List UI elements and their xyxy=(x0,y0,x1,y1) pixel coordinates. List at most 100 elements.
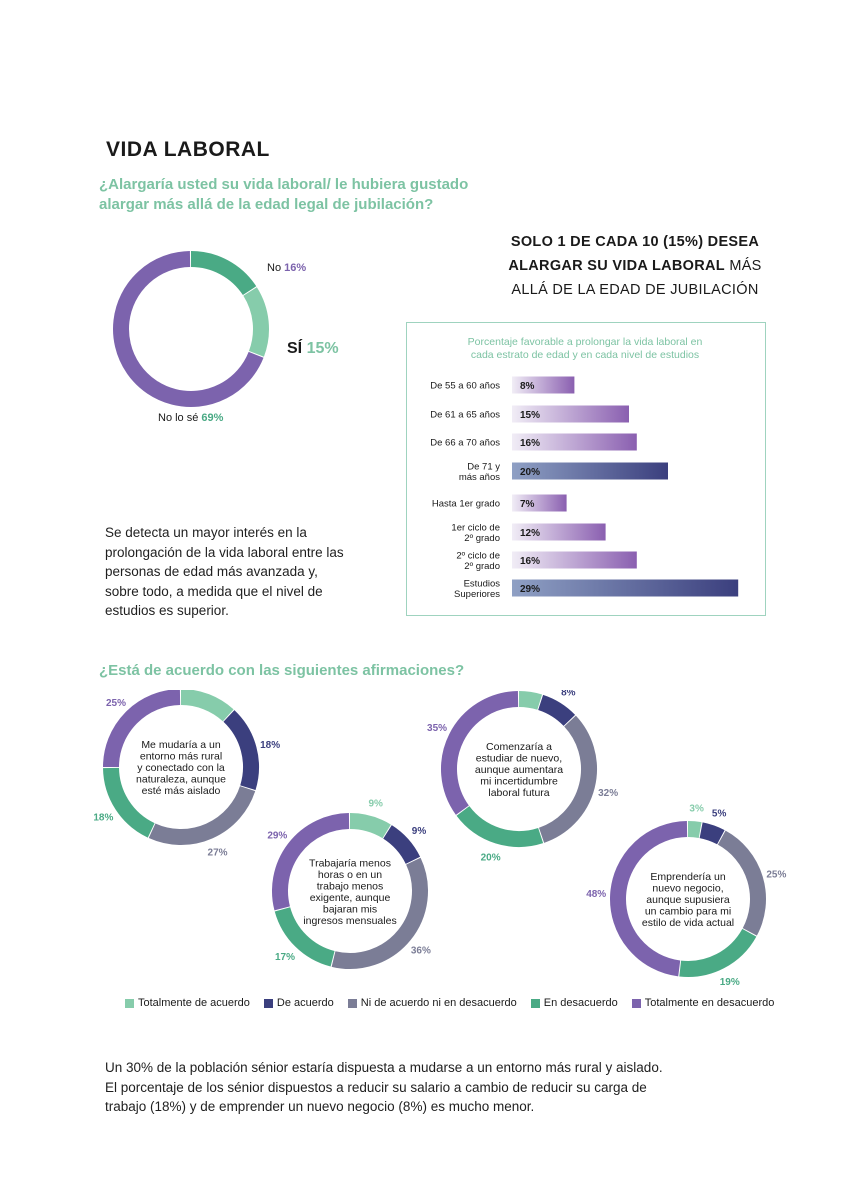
value-no: 16% xyxy=(284,262,307,274)
bar-value-label: 29% xyxy=(520,584,540,595)
bar-chart-title-line-2: cada estrato de edad y en cada nivel de … xyxy=(470,349,700,361)
bar-category-label: De 66 a 70 años xyxy=(430,438,500,449)
donut-slice xyxy=(537,694,576,727)
headline-line-2-bold: ALARGAR SU VIDA LABORAL xyxy=(508,258,725,274)
donut-slice xyxy=(243,287,269,357)
bar-value-label: 12% xyxy=(520,528,540,539)
donut-slice xyxy=(113,251,264,407)
page-title: VIDA LABORAL xyxy=(106,138,270,161)
donut-slice xyxy=(538,715,597,843)
bar-value-label: 20% xyxy=(520,467,540,478)
donut-value-label: 9% xyxy=(412,826,427,837)
legend-swatch xyxy=(263,998,273,1008)
donut-value-label: 5% xyxy=(712,808,727,819)
value-si: 15% xyxy=(306,340,339,357)
donut-slice xyxy=(699,822,725,845)
legend-label: En desacuerdo xyxy=(543,997,618,1009)
donut-value-label: 29% xyxy=(267,831,287,842)
legend-swatch xyxy=(347,998,357,1008)
donut-slice xyxy=(679,928,757,977)
bar xyxy=(512,433,637,451)
donut-slice xyxy=(272,813,350,911)
donut-slice xyxy=(148,785,256,845)
donut-value-label: 27% xyxy=(208,847,228,858)
question-line-1: ¿Alargaría usted su vida laboral/ le hub… xyxy=(99,176,469,193)
donut-label-si: SÍ 15% xyxy=(287,340,339,358)
donut-value-label: 17% xyxy=(275,952,295,963)
legend-item: De acuerdo xyxy=(263,997,334,1009)
main-donut-chart xyxy=(113,251,269,407)
conclusion-line-3: trabajo (18%) y de emprender un nuevo ne… xyxy=(105,1099,535,1114)
donut-slice xyxy=(103,690,181,768)
value-nolose: 69% xyxy=(201,412,224,424)
bar-value-label: 15% xyxy=(520,410,540,421)
headline-line-1: SOLO 1 DE CADA 10 (15%) DESEA xyxy=(510,234,760,250)
donut-slice xyxy=(180,690,234,722)
donut-value-label: 9% xyxy=(368,799,383,810)
bar-value-label: 8% xyxy=(520,381,535,392)
donut-slice xyxy=(103,767,155,838)
donut-value-label: 25% xyxy=(766,869,786,880)
donut-value-label: 25% xyxy=(106,698,126,709)
legend: Totalmente de acuerdo De acuerdo Ni de a… xyxy=(125,997,774,1009)
bar-value-label: 16% xyxy=(520,556,540,567)
donut-label-no: No 16% xyxy=(267,262,306,274)
donut-slice xyxy=(610,821,688,977)
legend-swatch xyxy=(631,998,641,1008)
donut-value-label: 32% xyxy=(598,788,618,799)
donut-value-label: 18% xyxy=(260,740,280,751)
label-si: SÍ xyxy=(287,340,303,357)
label-nolose: No lo sé xyxy=(158,412,199,424)
donut-value-label: 20% xyxy=(481,852,501,863)
bar-chart-title-line-1: Porcentaje favorable a prolongar la vida… xyxy=(467,336,703,348)
donut-value-label: 35% xyxy=(427,723,447,734)
bar-chart-frame xyxy=(406,322,766,616)
donut-slice xyxy=(223,710,259,791)
donut-value-label: 19% xyxy=(720,977,740,988)
donut-slice xyxy=(441,691,519,815)
bar xyxy=(512,376,575,394)
bar-category-label: De 61 a 65 años xyxy=(430,410,500,421)
bar-category-label: De 55 a 60 años xyxy=(430,381,500,392)
donut-value-label: 3% xyxy=(689,803,704,814)
question-agreement: ¿Está de acuerdo con las siguientes afir… xyxy=(99,662,465,679)
headline-line-3: ALLÁ DE LA EDAD DE JUBILACIÓN xyxy=(511,282,759,298)
legend-swatch xyxy=(530,998,540,1008)
question-extend-working-life: ¿Alargaría usted su vida laboral/ le hub… xyxy=(99,175,519,215)
bar xyxy=(512,462,668,480)
bar-value-label: 7% xyxy=(520,499,535,510)
donut-slice xyxy=(687,821,702,838)
donut-slice xyxy=(717,830,766,936)
bar xyxy=(512,405,629,423)
legend-item: Ni de acuerdo ni en desacuerdo xyxy=(347,997,517,1009)
donut-value-label: 48% xyxy=(586,889,606,900)
donut-slice xyxy=(331,857,428,969)
donut-slice xyxy=(349,813,391,839)
paragraph-findings: Se detecta un mayor interés en la prolon… xyxy=(105,525,344,618)
legend-label: Totalmente en desacuerdo xyxy=(644,997,775,1009)
legend-label: Totalmente de acuerdo xyxy=(138,997,250,1009)
donut-slice xyxy=(456,805,544,847)
bar xyxy=(512,494,567,512)
label-no: No xyxy=(267,262,282,274)
donut-slice xyxy=(382,825,421,865)
bar-chart: 8% De 55 a 60 años 15% De 61 a 65 años 16% De… xyxy=(430,376,739,600)
donut-value-label: 36% xyxy=(411,946,431,957)
bar-chart-title: Porcentaje favorable a prolongar la vida… xyxy=(440,336,730,362)
donut-slice xyxy=(190,251,257,296)
donut-slice xyxy=(518,691,543,710)
legend-label: Ni de acuerdo ni en desacuerdo xyxy=(360,997,517,1009)
donut-value-label: 18% xyxy=(93,812,113,823)
question-line-2: alargar más allá de la edad legal de jub… xyxy=(99,196,434,213)
conclusion-line-2: El porcentaje de los sénior dispuestos a… xyxy=(105,1079,647,1095)
